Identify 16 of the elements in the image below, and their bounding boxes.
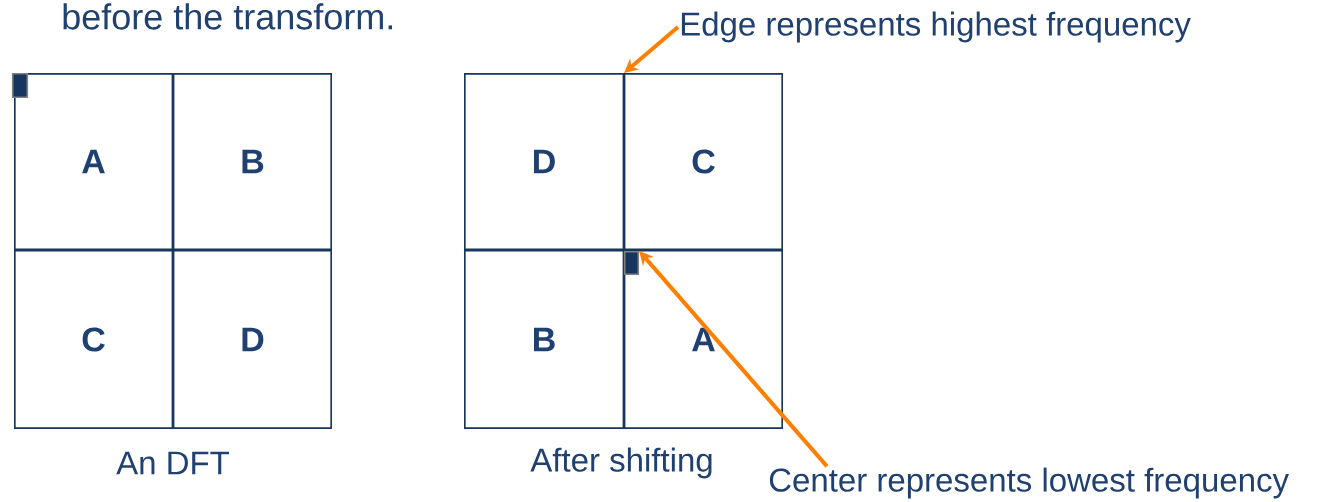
grid-cell: D — [464, 73, 624, 250]
grid-cell: A — [624, 250, 783, 429]
grid-cell: C — [624, 73, 783, 250]
annotation-text: Center represents lowest frequency — [769, 467, 1289, 499]
annotation-text: Edge represents highest frequency — [681, 11, 1191, 43]
caption: An DFT — [116, 451, 230, 475]
caption: After shifting — [530, 447, 712, 479]
grid-cell: B — [464, 250, 624, 429]
grid-cell: A — [14, 73, 173, 250]
grid-cell: D — [173, 250, 332, 429]
heading-text: before the transform. — [63, 3, 393, 30]
grid-cell: C — [14, 250, 173, 429]
marker-square — [11, 72, 29, 99]
leader-arrow — [624, 25, 680, 73]
grid-cell: B — [173, 73, 332, 250]
marker-square — [623, 250, 640, 276]
